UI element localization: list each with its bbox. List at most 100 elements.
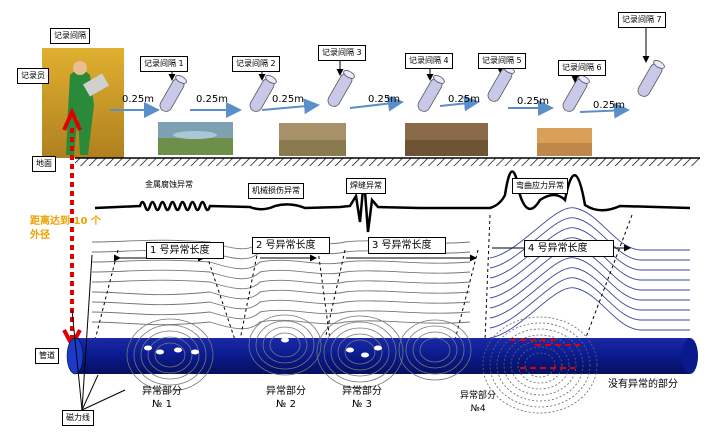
interval-label-2: 记录间隔 2 xyxy=(232,56,280,72)
defect-mark-7 xyxy=(361,352,369,358)
distance-6: 0.25m xyxy=(517,96,550,107)
terrain-photo-3 xyxy=(405,123,488,156)
signal-bending-stress: 弯曲应力异常 xyxy=(512,178,568,194)
interval-label-1: 记录间隔 1 xyxy=(140,56,188,72)
probe-5 xyxy=(487,65,515,102)
anomaly-ring-5-7 xyxy=(482,316,598,414)
distance-4: 0.25m xyxy=(368,94,401,105)
anomaly-2-no: № 2 xyxy=(276,399,296,410)
segment-dividers xyxy=(94,214,633,341)
anomaly-ring-3-4 xyxy=(323,321,397,383)
probe-cap-1 xyxy=(175,75,187,84)
probe-4 xyxy=(417,75,445,112)
interval-label-6: 记录间隔 6 xyxy=(558,60,606,76)
probe-3 xyxy=(327,70,355,107)
anomaly-ring-5-2 xyxy=(517,346,563,384)
interval-label-3: 记录间隔 3 xyxy=(318,45,366,61)
step-arrow-3 xyxy=(261,98,320,115)
anomaly-1: 异常部分 № 1 xyxy=(142,385,182,411)
anomaly-ring-4-1 xyxy=(419,337,451,363)
field-line-6 xyxy=(91,289,471,300)
probe-2 xyxy=(249,75,277,112)
anomaly-ring-1-4 xyxy=(133,324,207,386)
recorder-label: 记录员 xyxy=(17,68,49,84)
anomaly-ring-4-2 xyxy=(412,331,458,369)
field-line-4 xyxy=(91,269,471,280)
anomaly-rings xyxy=(126,314,598,414)
anomaly-ring-4-4 xyxy=(398,319,472,381)
distance-3: 0.25m xyxy=(272,94,305,105)
segment-label-2: 2 号异常长度 xyxy=(252,237,330,254)
anomaly-ring-5-5 xyxy=(496,328,584,402)
field-line-9 xyxy=(91,319,471,330)
anomaly-4-title: 异常部分 xyxy=(460,391,497,401)
anomaly-ring-5-4 xyxy=(503,334,577,396)
anomaly-ring-3-2 xyxy=(337,333,383,371)
segment-label-1: 1 号异常长度 xyxy=(146,242,224,259)
anomaly-ring-2-3 xyxy=(255,320,315,370)
interval-label-0: 记录间隔 xyxy=(50,28,90,44)
defect-mark-6 xyxy=(346,347,354,353)
step-arrow-5 xyxy=(439,95,480,112)
anomaly-ring-4-3 xyxy=(405,325,465,375)
signal-metal-loss: 金属腐蚀异常 xyxy=(145,180,193,189)
defect-mark-5 xyxy=(281,337,289,343)
probe-cap-2 xyxy=(265,75,277,84)
defect-mark-3 xyxy=(174,347,182,353)
ground-label: 地面 xyxy=(32,156,56,172)
distance-1: 0.25m xyxy=(122,94,155,105)
defect-mark-1 xyxy=(144,345,152,351)
field-line-right-2 xyxy=(489,217,690,269)
anomaly-ring-1-2 xyxy=(147,336,193,374)
field-line-right-9 xyxy=(489,287,690,339)
anomaly-1-no: № 1 xyxy=(152,399,172,410)
signal-weld: 焊缝异常 xyxy=(346,178,386,194)
anomaly-ring-2-1 xyxy=(269,332,301,358)
anomaly-4-no: №4 xyxy=(470,404,486,414)
anomaly-ring-3-3 xyxy=(330,327,390,377)
step-arrow-4 xyxy=(349,95,404,112)
segment-label-3: 3 号异常长度 xyxy=(368,237,446,254)
no-anomaly-label: 没有异常的部分 xyxy=(608,379,678,390)
defect-mark-8 xyxy=(374,345,382,351)
field-line-5 xyxy=(91,279,471,290)
field-line-3 xyxy=(91,259,471,270)
anomaly-3-title: 异常部分 xyxy=(342,386,382,397)
interval-label-5: 记录间隔 5 xyxy=(478,53,526,69)
anomaly-4: 异常部分 №4 xyxy=(460,390,496,416)
ground-surface xyxy=(75,157,700,166)
distance-note: 距离达到 10 个外径 xyxy=(30,216,101,241)
field-line-right-7 xyxy=(489,267,690,319)
probe-6 xyxy=(562,75,590,112)
anomaly-ring-5-6 xyxy=(489,322,591,408)
signal-mechanical: 机械损伤异常 xyxy=(248,183,304,199)
interval-label-4: 记录间隔 4 xyxy=(405,53,453,69)
magnetic-lines-label: 磁力线 xyxy=(62,410,94,426)
anomaly-ring-3-5 xyxy=(316,315,404,389)
probe-1 xyxy=(159,75,187,112)
magnetic-field-lines xyxy=(91,207,690,339)
probe-7 xyxy=(637,60,665,97)
probe-cap-4 xyxy=(433,75,445,84)
defect-mark-4 xyxy=(191,349,199,355)
distance-2: 0.25m xyxy=(196,94,229,105)
magnetic-line-pointers xyxy=(71,254,126,411)
terrain-photo-2 xyxy=(279,123,346,156)
field-line-right-4 xyxy=(489,237,690,289)
anomaly-ring-1-5 xyxy=(126,318,214,392)
pipe-label: 管道 xyxy=(35,348,59,364)
anomaly-ring-2-4 xyxy=(248,314,322,376)
probe-cap-3 xyxy=(343,70,355,79)
recorder-photo xyxy=(42,48,124,158)
anomaly-ring-1-1 xyxy=(154,342,186,368)
anomaly-ring-1-3 xyxy=(140,330,200,380)
step-arrow-7 xyxy=(579,102,630,119)
pipe xyxy=(66,337,698,375)
field-line-right-1 xyxy=(489,207,690,259)
terrain-photo-4 xyxy=(537,128,592,156)
interval-label-7: 记录间隔 7 xyxy=(618,12,666,28)
anomaly-ring-3-1 xyxy=(344,339,376,365)
anomaly-ring-5-1 xyxy=(524,352,556,378)
field-line-right-8 xyxy=(489,277,690,329)
